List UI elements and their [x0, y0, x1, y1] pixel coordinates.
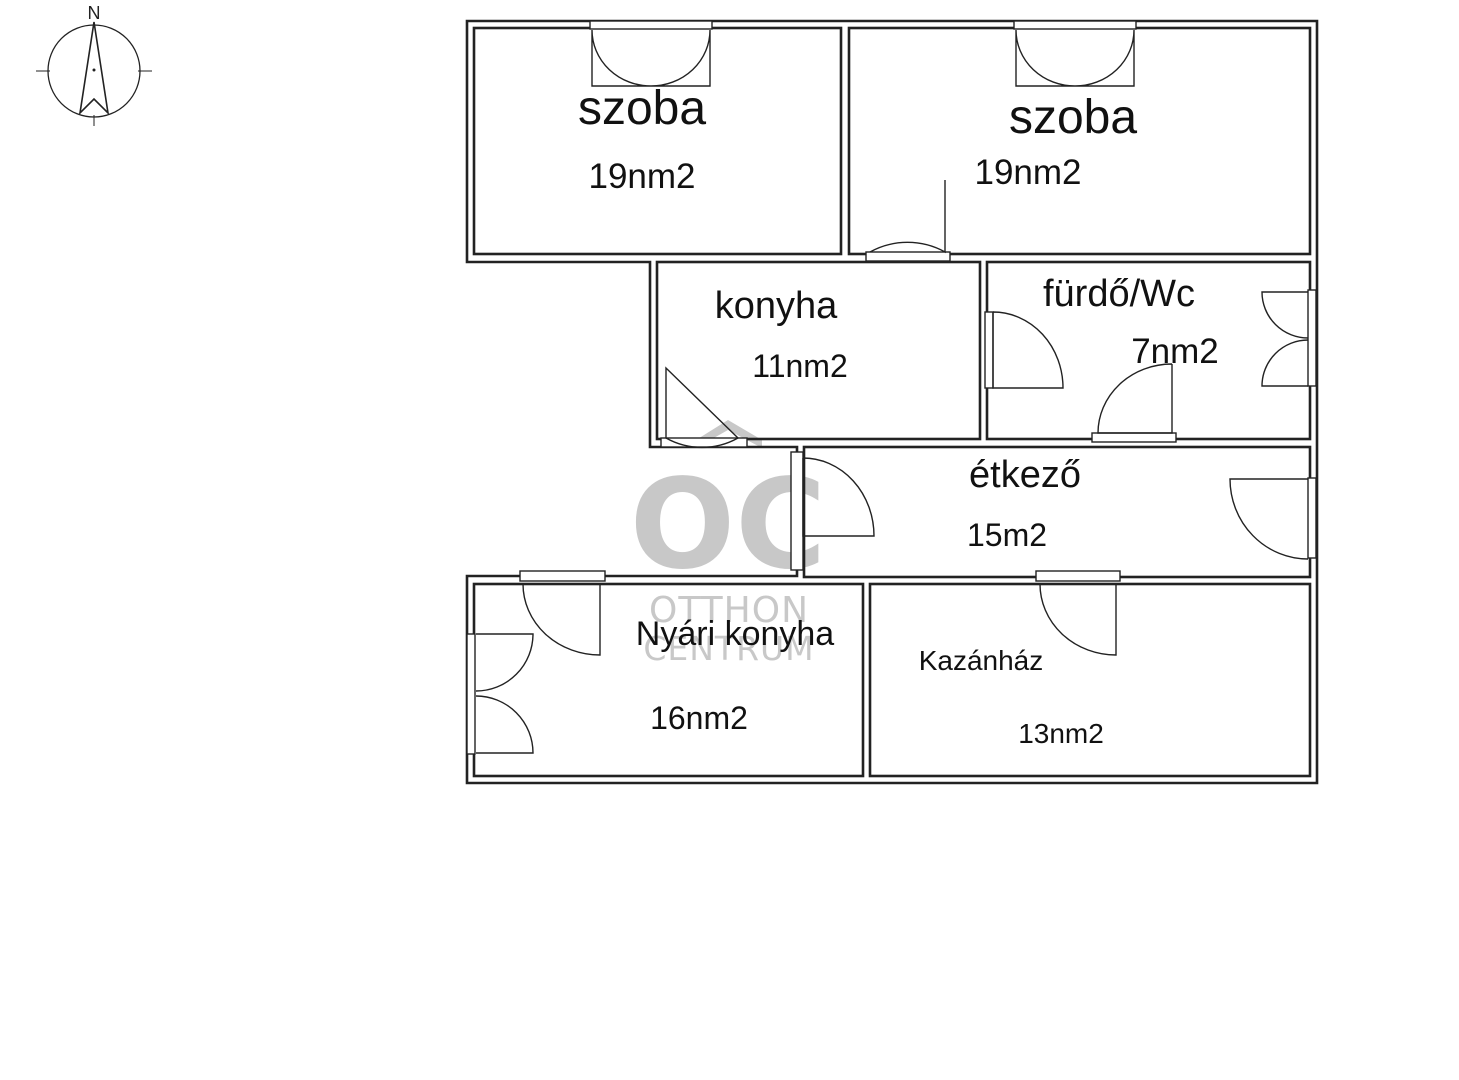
room-area-nyari-konyha: 16nm2	[650, 700, 748, 736]
room-area-furdo-wc: 7nm2	[1131, 332, 1219, 371]
room-area-konyha: 11nm2	[752, 348, 847, 384]
walls	[465, 19, 1319, 785]
door-frame-etkezo	[790, 451, 804, 571]
room-labels: szoba 19nm2 szoba 19nm2 konyha 11nm2 für…	[578, 82, 1219, 749]
watermark-roof-icon	[696, 420, 762, 448]
window-swing-szoba-1a	[591, 29, 652, 87]
window-swing-furdo-b	[1261, 339, 1309, 387]
door-frame-kazanhaz	[1035, 570, 1121, 582]
wall-konyha	[655, 260, 982, 441]
watermark-line1: OTTHON	[649, 590, 809, 631]
door-frame-nyari-konyha	[519, 570, 606, 582]
door-swing-kazanhaz	[1039, 583, 1117, 656]
room-name-furdo-wc: fürdő/Wc	[1043, 273, 1195, 315]
door-swings	[475, 29, 1309, 754]
door-swing-konyha	[665, 366, 740, 448]
room-area-szoba-2: 19nm2	[974, 153, 1081, 192]
wall-szoba-1	[472, 26, 843, 256]
window-swing-szoba-1b	[650, 29, 711, 87]
wall-kazanhaz	[868, 582, 1312, 778]
window-swing-etkezo	[1229, 478, 1309, 560]
outer-wall-outer-line	[465, 19, 1319, 785]
door-frame-furdo-left	[984, 311, 994, 389]
room-area-szoba-1: 19nm2	[588, 157, 695, 196]
door-swing-furdo-bottom	[1097, 363, 1173, 434]
door-swing-nyari-left-a	[475, 633, 534, 692]
door-swing-szoba-2	[869, 180, 946, 254]
room-name-etkezo: étkező	[969, 454, 1081, 496]
compass-north-label: N	[88, 3, 101, 23]
window-furdo	[1307, 289, 1317, 387]
door-swing-etkezo	[802, 457, 875, 537]
door-frame-szoba-2	[865, 251, 951, 262]
window-nyari-konyha	[466, 633, 476, 755]
room-area-etkezo: 15m2	[967, 517, 1047, 553]
door-frame-furdo	[1091, 432, 1177, 443]
room-name-nyari-konyha: Nyári konyha	[636, 615, 835, 653]
room-name-szoba-2: szoba	[1009, 91, 1137, 144]
room-area-kazanhaz: 13nm2	[1018, 718, 1104, 749]
door-swing-furdo-left	[992, 311, 1064, 389]
window-swing-szoba-2a	[1015, 29, 1076, 87]
window-szoba-2	[1013, 20, 1137, 30]
window-swing-furdo-a	[1261, 291, 1309, 339]
window-szoba-1	[589, 20, 713, 30]
compass: N	[36, 3, 152, 126]
room-name-konyha: konyha	[715, 285, 838, 327]
north-arrow-icon	[78, 21, 110, 116]
door-swing-nyari-left-b	[475, 695, 534, 754]
window-etkezo	[1307, 477, 1317, 559]
watermark-line2: CENTRUM	[643, 629, 814, 668]
room-name-kazanhaz: Kazánház	[919, 645, 1044, 676]
room-name-szoba-1: szoba	[578, 82, 706, 135]
door-swing-nyari-konyha	[522, 583, 601, 656]
openings	[466, 20, 1317, 755]
window-swing-szoba-2b	[1074, 29, 1135, 87]
